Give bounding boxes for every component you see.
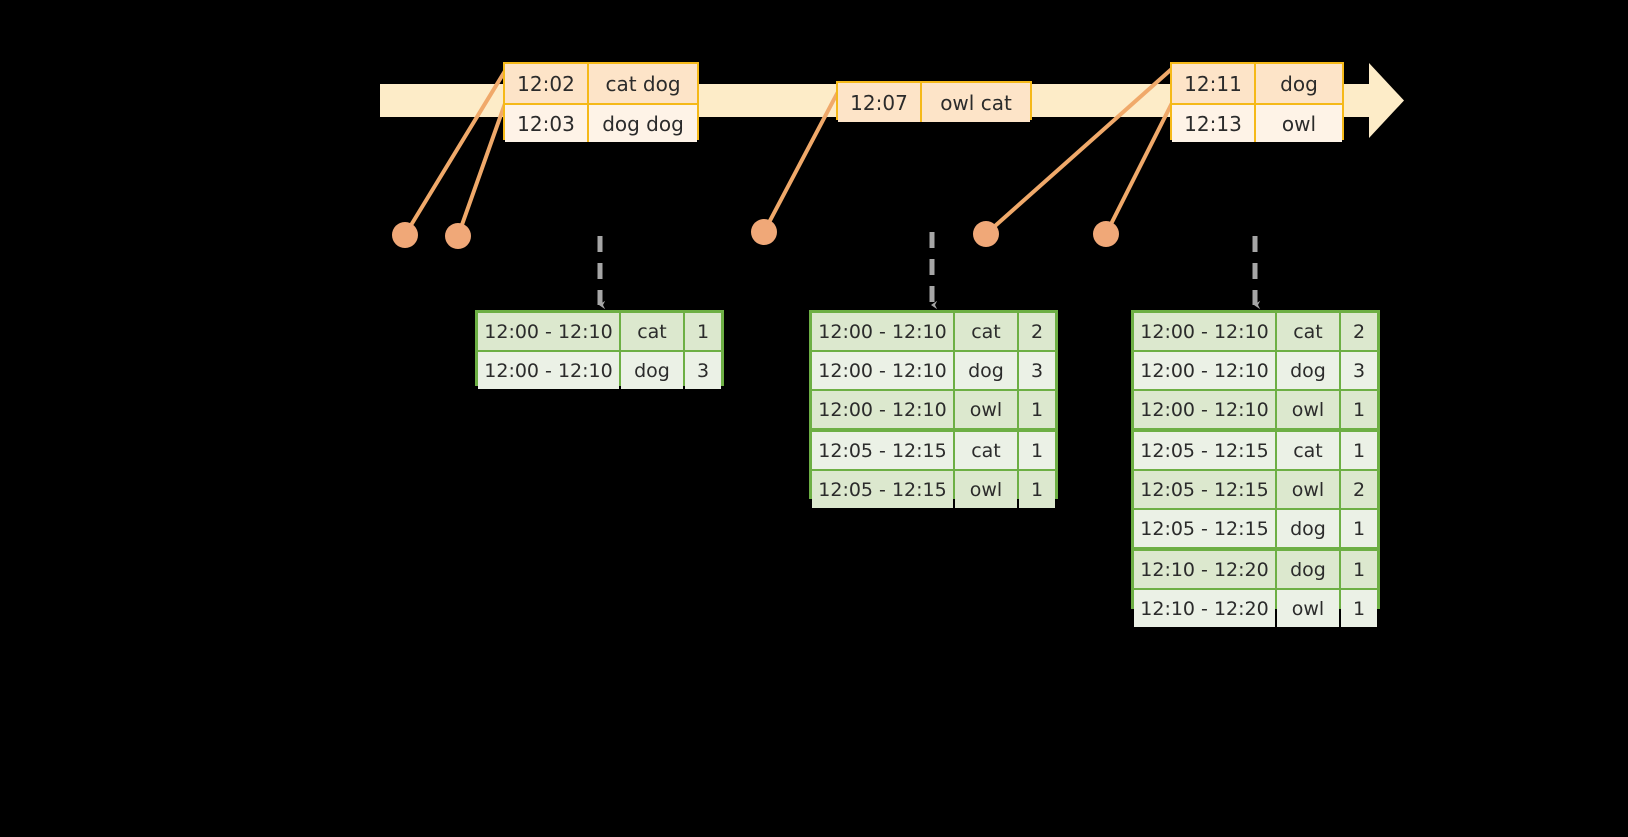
cell-window: 12:05 - 12:15	[1134, 510, 1275, 547]
cell-word: dog	[1277, 551, 1339, 588]
cell-window: 12:00 - 12:10	[478, 352, 619, 389]
cell-word: owl	[1277, 391, 1339, 428]
cell-word: owl	[955, 391, 1017, 428]
event-words: dog dog	[589, 105, 697, 142]
cell-count: 1	[1341, 432, 1377, 469]
cell-word: cat	[621, 313, 683, 350]
table-row[interactable]: 12:10 - 12:20 owl 1	[1134, 590, 1377, 627]
result-table-3[interactable]: 12:00 - 12:10 cat 2 12:00 - 12:10 dog 3 …	[1131, 310, 1380, 627]
event-group-1[interactable]: 12:02 cat dog 12:03 dog dog	[503, 62, 699, 142]
cell-count: 3	[1341, 352, 1377, 389]
cell-count: 2	[1341, 471, 1377, 508]
cell-count: 1	[1019, 471, 1055, 508]
cell-word: dog	[621, 352, 683, 389]
event-dot-1202	[392, 222, 418, 248]
event-row[interactable]: 12:02 cat dog	[505, 64, 697, 103]
connector-1207	[762, 86, 842, 234]
table-row[interactable]: 12:00 - 12:10 cat 2	[812, 313, 1055, 350]
event-row[interactable]: 12:13 owl	[1172, 103, 1342, 142]
event-group-2[interactable]: 12:07 owl cat	[836, 81, 1032, 122]
cell-count: 1	[1341, 510, 1377, 547]
table-row[interactable]: 12:00 - 12:10 cat 1	[478, 313, 721, 350]
cell-count: 1	[1341, 551, 1377, 588]
cell-word: dog	[1277, 510, 1339, 547]
event-time: 12:02	[505, 64, 589, 103]
cell-window: 12:00 - 12:10	[812, 391, 953, 428]
cell-word: dog	[955, 352, 1017, 389]
connector-1213	[1104, 95, 1177, 236]
event-words: owl cat	[922, 83, 1030, 122]
table-row[interactable]: 12:00 - 12:10 dog 3	[1134, 352, 1377, 389]
cell-word: owl	[1277, 590, 1339, 627]
event-words: owl	[1256, 105, 1342, 142]
event-words: cat dog	[589, 64, 697, 103]
cell-window: 12:00 - 12:10	[812, 313, 953, 350]
table-row[interactable]: 12:00 - 12:10 dog 3	[812, 352, 1055, 389]
result-table-2[interactable]: 12:00 - 12:10 cat 2 12:00 - 12:10 dog 3 …	[809, 310, 1058, 508]
table-row[interactable]: 12:05 - 12:15 cat 1	[812, 432, 1055, 469]
cell-word: cat	[1277, 313, 1339, 350]
event-time: 12:11	[1172, 64, 1256, 103]
cell-word: cat	[955, 432, 1017, 469]
table-row[interactable]: 12:05 - 12:15 owl 2	[1134, 471, 1377, 508]
cell-word: owl	[955, 471, 1017, 508]
cell-word: owl	[1277, 471, 1339, 508]
cell-count: 1	[1341, 590, 1377, 627]
table-row[interactable]: 12:10 - 12:20 dog 1	[1134, 551, 1377, 588]
table-row[interactable]: 12:00 - 12:10 owl 1	[812, 391, 1055, 428]
cell-window: 12:00 - 12:10	[1134, 313, 1275, 350]
cell-word: dog	[1277, 352, 1339, 389]
cell-count: 3	[685, 352, 721, 389]
event-dots	[392, 219, 1119, 249]
connector-1203	[456, 93, 510, 238]
cell-window: 12:05 - 12:15	[1134, 432, 1275, 469]
cell-word: cat	[1277, 432, 1339, 469]
cell-window: 12:05 - 12:15	[812, 432, 953, 469]
table-row[interactable]: 12:00 - 12:10 owl 1	[1134, 391, 1377, 428]
table-row[interactable]: 12:05 - 12:15 owl 1	[812, 471, 1055, 508]
connector-1211	[984, 64, 1177, 236]
cell-window: 12:10 - 12:20	[1134, 590, 1275, 627]
event-dot-1213	[1093, 221, 1119, 247]
cell-count: 1	[685, 313, 721, 350]
cell-count: 3	[1019, 352, 1055, 389]
cell-count: 2	[1341, 313, 1377, 350]
event-dot-1207	[751, 219, 777, 245]
event-row[interactable]: 12:07 owl cat	[838, 83, 1030, 122]
cell-window: 12:10 - 12:20	[1134, 551, 1275, 588]
table-row[interactable]: 12:00 - 12:10 cat 2	[1134, 313, 1377, 350]
result-table-1[interactable]: 12:00 - 12:10 cat 1 12:00 - 12:10 dog 3	[475, 310, 724, 389]
cell-window: 12:00 - 12:10	[1134, 391, 1275, 428]
trigger-arrows	[597, 232, 1261, 310]
event-group-3[interactable]: 12:11 dog 12:13 owl	[1170, 62, 1344, 142]
event-dot-1211	[973, 221, 999, 247]
cell-window: 12:00 - 12:10	[1134, 352, 1275, 389]
cell-window: 12:05 - 12:15	[1134, 471, 1275, 508]
event-row[interactable]: 12:03 dog dog	[505, 103, 697, 142]
cell-window: 12:05 - 12:15	[812, 471, 953, 508]
cell-count: 2	[1019, 313, 1055, 350]
event-time: 12:07	[838, 83, 922, 122]
table-row[interactable]: 12:05 - 12:15 dog 1	[1134, 510, 1377, 547]
cell-count: 1	[1341, 391, 1377, 428]
event-time: 12:03	[505, 105, 589, 142]
table-row[interactable]: 12:05 - 12:15 cat 1	[1134, 432, 1377, 469]
connector-1202	[403, 64, 510, 237]
event-words: dog	[1256, 64, 1342, 103]
cell-count: 1	[1019, 432, 1055, 469]
event-dot-1203	[445, 223, 471, 249]
event-time: 12:13	[1172, 105, 1256, 142]
cell-window: 12:00 - 12:10	[478, 313, 619, 350]
cell-window: 12:00 - 12:10	[812, 352, 953, 389]
table-row[interactable]: 12:00 - 12:10 dog 3	[478, 352, 721, 389]
event-row[interactable]: 12:11 dog	[1172, 64, 1342, 103]
event-connectors	[403, 64, 1177, 238]
cell-word: cat	[955, 313, 1017, 350]
cell-count: 1	[1019, 391, 1055, 428]
